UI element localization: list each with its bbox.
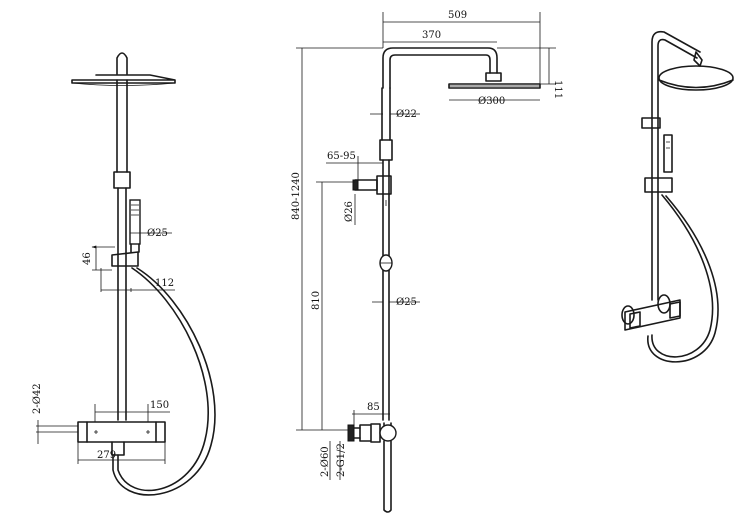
front-hand-holder — [130, 243, 140, 253]
persp-valve-body — [624, 299, 681, 331]
side-valve-cap — [370, 423, 381, 443]
front-dim-dia25: Ø25 — [147, 228, 168, 239]
persp-hose-outer — [651, 194, 714, 358]
front-hose-inner — [112, 267, 216, 496]
persp-bracket — [641, 117, 661, 129]
front-dim-279: 279 — [97, 450, 116, 461]
persp-hose-inner — [647, 195, 719, 363]
persp-shower-head — [658, 65, 734, 91]
side-dim-85: 85 — [367, 402, 380, 413]
front-valve-marks — [94, 430, 150, 434]
side-view: 509 370 111 Ø22 Ø300 65-95 Ø26 840-1240 … — [291, 10, 563, 513]
side-joint — [379, 139, 393, 161]
front-valve-body — [77, 421, 166, 443]
side-dim-overall-lines — [296, 47, 383, 431]
persp-riser-outer — [651, 30, 701, 301]
side-dim-thread: 2-G1/2 — [336, 443, 347, 477]
front-valve-outlet — [111, 441, 125, 456]
front-dim-279-lines — [77, 442, 166, 464]
front-hand-shower — [129, 199, 141, 245]
front-hose-outer — [117, 267, 209, 492]
front-dim-46-lines — [92, 247, 115, 271]
side-dim-dia22: Ø22 — [396, 109, 417, 120]
persp-escutcheon-left — [621, 305, 635, 325]
front-top-cap — [116, 52, 128, 75]
side-arm-outer — [382, 47, 498, 89]
side-dim-65-95: 65-95 — [327, 151, 356, 162]
front-joint — [113, 171, 131, 189]
persp-slider — [644, 177, 673, 193]
side-valve-connector — [353, 427, 361, 439]
front-dim-112-lines — [100, 268, 175, 292]
side-valve-knob — [379, 424, 397, 442]
persp-riser-inner — [657, 38, 698, 301]
side-riser-top — [381, 87, 391, 141]
front-dim-46: 46 — [82, 252, 93, 265]
side-bracket-cap — [352, 179, 359, 191]
side-riser — [382, 159, 390, 421]
side-outlet-pipe — [383, 440, 392, 513]
front-hand-shower-grip — [131, 204, 139, 216]
persp-hand-shower-grip — [666, 141, 670, 149]
side-shower-head — [448, 83, 541, 89]
front-shower-head — [71, 74, 176, 84]
front-dim-dia42-lines — [36, 420, 78, 444]
side-valve-top — [383, 422, 392, 426]
perspective-view — [621, 30, 734, 363]
front-view: Ø25 46 112 2-Ø42 150 279 — [32, 52, 216, 496]
front-riser-upper — [116, 79, 128, 173]
side-dim-overall: 840-1240 — [291, 172, 302, 220]
front-dim-150-lines — [94, 404, 170, 422]
side-dim-810-lines — [316, 181, 355, 430]
side-dim-370: 370 — [422, 30, 441, 41]
side-dim-509: 509 — [448, 10, 467, 21]
front-dim-150: 150 — [150, 400, 169, 411]
side-dim-111: 111 — [552, 80, 563, 99]
side-dim-dia26: Ø26 — [344, 201, 355, 222]
side-dim-65-95-lines — [326, 156, 383, 180]
side-dim-bottom-leaders — [329, 441, 341, 480]
side-dim-111-lines — [497, 47, 556, 85]
front-riser-lower — [117, 187, 127, 421]
side-valve-body — [359, 424, 372, 442]
persp-valve-handles — [629, 301, 681, 329]
side-dim-810: 810 — [311, 291, 322, 310]
persp-hand-shower — [663, 134, 673, 173]
side-dim-dia25: Ø25 — [396, 297, 417, 308]
side-dim-85-lines — [352, 410, 390, 425]
front-dim-112: 112 — [155, 278, 174, 289]
side-dim-dia300: Ø300 — [478, 96, 505, 107]
side-dim-dia60: 2-Ø60 — [320, 446, 331, 477]
front-valve-handles — [86, 421, 157, 443]
front-slider — [111, 251, 139, 267]
side-arm-inner — [389, 54, 491, 89]
side-head-connector — [485, 72, 502, 82]
front-shower-head-face — [71, 82, 176, 86]
front-dim-dia42: 2-Ø42 — [32, 383, 43, 414]
persp-connector — [693, 51, 703, 67]
side-escutcheon — [347, 424, 355, 442]
persp-shower-head-edge — [658, 79, 734, 89]
